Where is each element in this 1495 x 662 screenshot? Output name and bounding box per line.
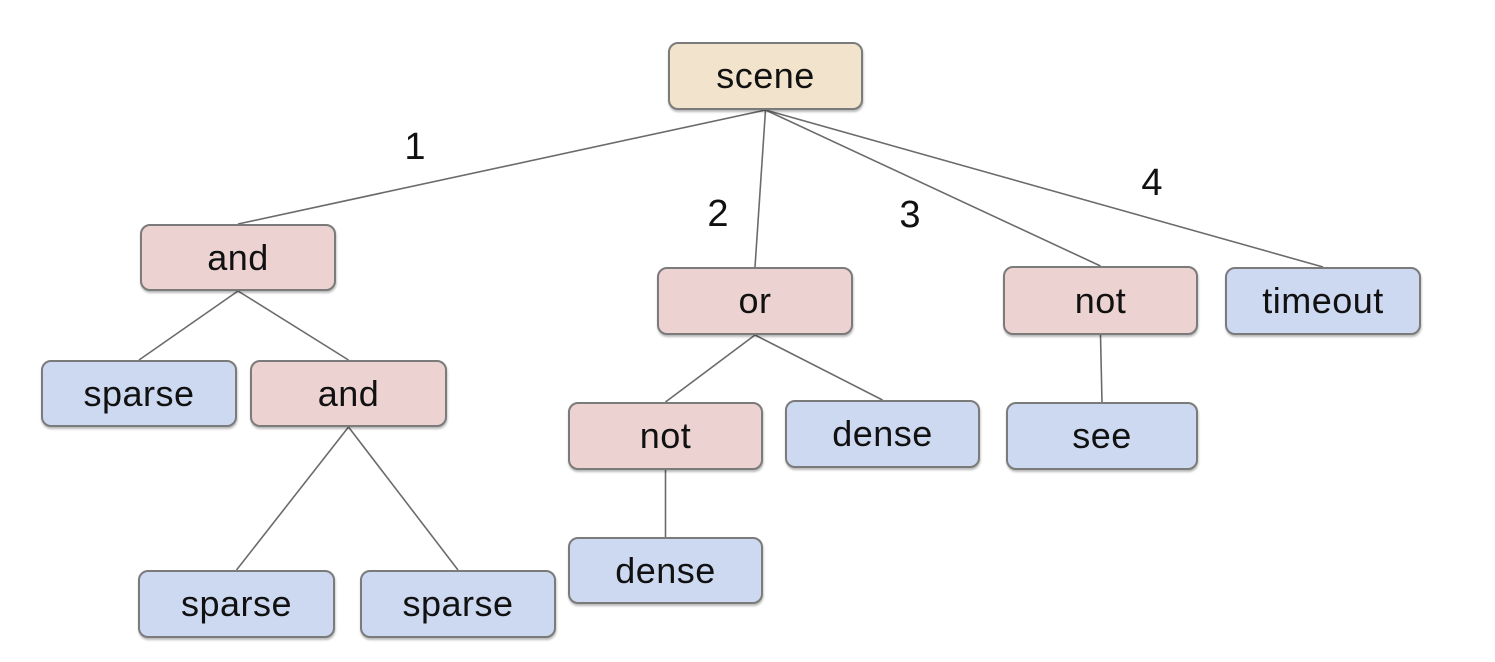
node-dense2: dense <box>568 537 763 604</box>
node-label: not <box>639 415 692 456</box>
edge-and2-sparse3 <box>347 426 459 571</box>
node-and1: and <box>140 224 336 291</box>
edge-or1-not2 <box>665 334 756 403</box>
edge-scene-or1 <box>754 109 767 268</box>
node-label: or <box>738 280 772 321</box>
edge-or1-dense1 <box>754 334 883 401</box>
node-scene: scene <box>668 42 863 110</box>
node-sparse1: sparse <box>41 360 237 427</box>
edge-label-3: 3 <box>899 194 921 236</box>
edge-scene-and1 <box>237 109 766 225</box>
node-label: sparse <box>402 583 514 624</box>
edge-scene-not1 <box>765 109 1101 267</box>
node-label: scene <box>716 55 815 96</box>
node-label: sparse <box>83 372 195 414</box>
node-not2: not <box>568 402 763 470</box>
node-or1: or <box>657 267 853 335</box>
node-label: not <box>1074 279 1127 321</box>
node-and2: and <box>250 360 447 427</box>
node-sparse3: sparse <box>360 570 556 638</box>
edge-scene-timeout1 <box>765 109 1324 268</box>
node-label: see <box>1072 415 1132 456</box>
node-timeout1: timeout <box>1225 267 1421 335</box>
edge-not1-see1 <box>1099 334 1103 403</box>
edge-label-2: 2 <box>707 193 729 235</box>
node-label: dense <box>615 549 716 591</box>
node-dense1: dense <box>785 400 980 468</box>
edge-and1-sparse1 <box>138 290 239 361</box>
node-label: and <box>207 236 269 278</box>
edge-and2-sparse2 <box>235 426 350 571</box>
node-sparse2: sparse <box>138 570 335 638</box>
edge-label-4: 4 <box>1141 162 1163 204</box>
node-not1: not <box>1003 266 1198 335</box>
node-label: sparse <box>180 583 293 624</box>
node-see1: see <box>1006 402 1198 470</box>
edge-label-1: 1 <box>404 126 426 168</box>
node-label: timeout <box>1262 280 1384 321</box>
node-label: dense <box>832 413 933 454</box>
edge-and1-and2 <box>237 290 349 361</box>
node-label: and <box>317 372 380 414</box>
